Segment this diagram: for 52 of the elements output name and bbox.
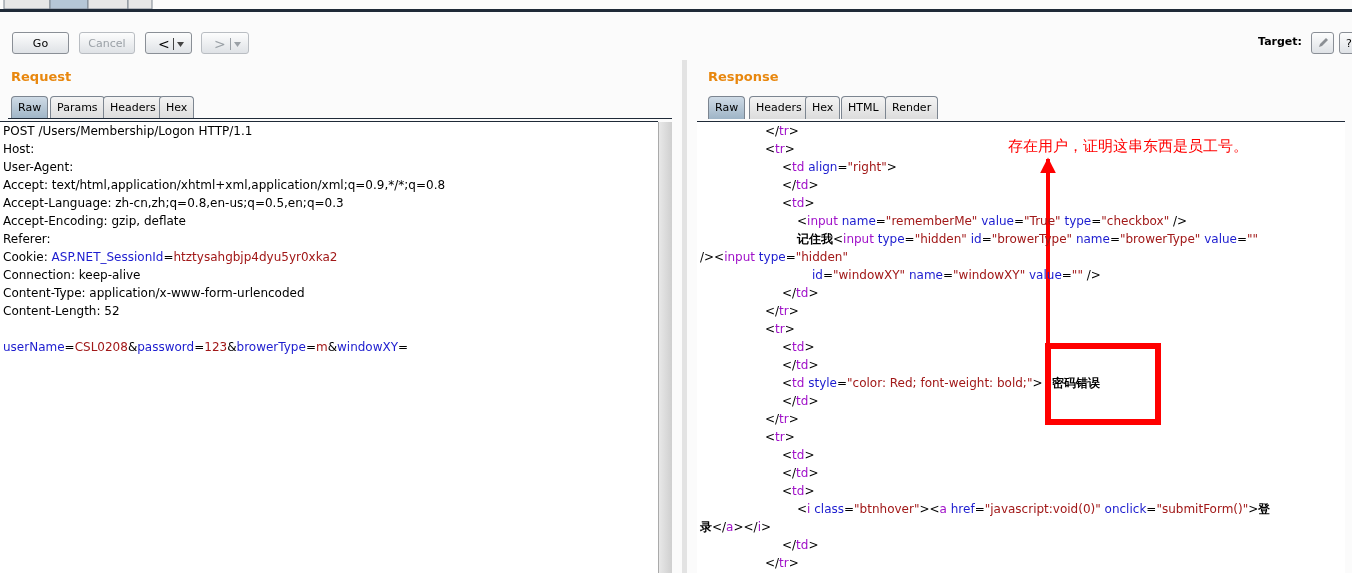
section-heading: Request [11,69,72,84]
arrow [1040,157,1056,343]
code-line: <i class="btnhover"><a href="javascript:void(0)" onclick="submitForm()">登 [797,501,1271,518]
code-line: Accept: text/html,application/xhtml+xml,application/xml;q=0.9,*/*;q=0.8 [3,177,446,194]
code-line: <td> [782,483,815,500]
code-line: Host: [3,141,35,158]
code-line: userName=CSL0208&password=123&browerType=m&windowXY= [3,339,409,356]
code-line: Accept-Language: zh-cn,zh;q=0.8,en-us;q=0.5,en;q=0.3 [3,195,344,212]
tab: HTML [841,96,886,119]
code-line: <td> [782,195,815,212]
code-line: <tr> [765,321,795,338]
code-line: POST /Users/Membership/Logon HTTP/1.1 [3,123,253,140]
code-line: </tr> [765,555,799,572]
cancel-button: Cancel [79,32,135,54]
code-line: <tr> [765,429,795,446]
tab: Params [50,96,105,119]
annotation: 存在用户，证明这串东西是员工号。 [1008,137,1248,156]
code-line: </td> [782,537,819,554]
code-line: Content-Length: 52 [3,303,120,320]
help-button: ? [1339,32,1352,54]
section-heading: Response [708,69,779,84]
code-line: </tr> [765,411,799,428]
code-line: Cookie: ASP.NET_SessionId=htztysahgbjp4dyu5yr0xka2 [3,249,338,266]
code-line: Connection: keep-alive [3,267,141,284]
code-line: <tr> [765,141,795,158]
code-line: User-Agent: [3,159,74,176]
target-label: Target: [1258,35,1302,48]
tab: Raw [11,96,49,119]
code-line: Content-Type: application/x-www-form-urlencoded [3,285,305,302]
tab: Raw [708,96,746,119]
code-line: </td> [782,285,819,302]
go-button: Go [12,32,69,54]
code-line: <td> [782,339,815,356]
code-line: </td> [782,393,819,410]
tab: Render [885,96,939,119]
code-line: </tr> [765,303,799,320]
code-line: Accept-Encoding: gzip, deflate [3,213,186,230]
forward-button: > [201,32,249,54]
tab: Hex [805,96,841,119]
code-line: <td style="color: Red; font-weight: bold;">密码错误 [782,375,1100,392]
tab: Hex [159,96,195,119]
code-line: </td> [782,357,819,374]
code-line: /><input type="hidden" [700,249,848,266]
code-line: Referer: [3,231,51,248]
highlight-box [1045,343,1161,425]
code-line: 录</a></i> [700,519,772,536]
code-line: </td> [782,465,819,482]
code-line: </td> [782,177,819,194]
code-line: </tr> [765,123,799,140]
code-line: <td> [782,447,815,464]
back-button: < [145,32,192,54]
code-line: <td align="right"> [782,159,897,176]
